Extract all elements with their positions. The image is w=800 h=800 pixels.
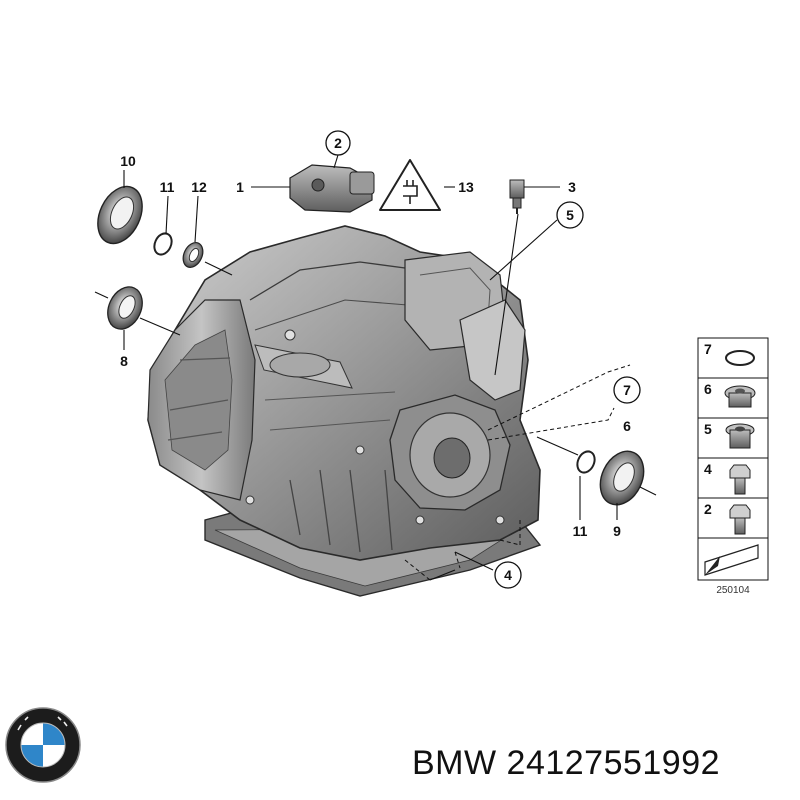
- callout-circle-5: [556, 201, 584, 229]
- position-switch-1: [289, 164, 375, 213]
- shaft-seal-9: [599, 450, 645, 506]
- speed-sensor-3: [509, 179, 525, 214]
- bmw-logo: [5, 707, 81, 783]
- legend-panel: 7 6 5 4 2 250104: [697, 337, 769, 596]
- o-ring-11-top: [153, 232, 173, 256]
- callout-12: 12: [191, 179, 207, 195]
- plug-screw-icon: [724, 385, 756, 408]
- callout-circle-2: [325, 130, 351, 156]
- callout-13: 13: [458, 179, 474, 195]
- callout-3: 3: [568, 179, 576, 195]
- bolt-icon: [729, 464, 751, 495]
- o-ring-11-right: [576, 450, 596, 474]
- callout-6: 6: [623, 418, 631, 434]
- callout-circle-7: [613, 376, 641, 404]
- legend-label-2: 2: [704, 501, 712, 517]
- legend-label-4: 4: [704, 461, 712, 477]
- transmission-housing: [147, 225, 542, 597]
- callout-labels: 2 1 3 13 10 11 12 8 5 7 6 11 9 4: [120, 130, 641, 589]
- electrostatic-warning-13: [379, 159, 441, 211]
- callout-8: 8: [120, 353, 128, 369]
- legend-label-7: 7: [704, 341, 712, 357]
- callout-9: 9: [613, 523, 621, 539]
- callout-1: 1: [236, 179, 244, 195]
- callout-circle-4: [494, 561, 522, 589]
- legend-ref-code: 250104: [716, 585, 750, 596]
- seal-ring-12: [182, 242, 204, 268]
- drain-plug-icon: [725, 423, 755, 449]
- callout-11-top: 11: [160, 179, 175, 195]
- legend-label-5: 5: [704, 421, 712, 437]
- legend-label-6: 6: [704, 381, 712, 397]
- part-number-caption: BMW 24127551992: [412, 744, 721, 782]
- shaft-seal-8: [107, 286, 143, 330]
- callout-11-right: 11: [573, 523, 588, 539]
- callout-2: 2: [334, 135, 342, 151]
- shaft-seal-10: [97, 185, 143, 245]
- callout-7: 7: [623, 382, 631, 398]
- direction-arrow-icon: [704, 544, 759, 576]
- callout-10: 10: [120, 153, 136, 169]
- callout-5: 5: [566, 207, 574, 223]
- o-ring-icon: [725, 350, 755, 366]
- leader-lines: [94, 154, 657, 581]
- bolt-washer-icon: [729, 504, 751, 535]
- callout-4: 4: [504, 567, 512, 583]
